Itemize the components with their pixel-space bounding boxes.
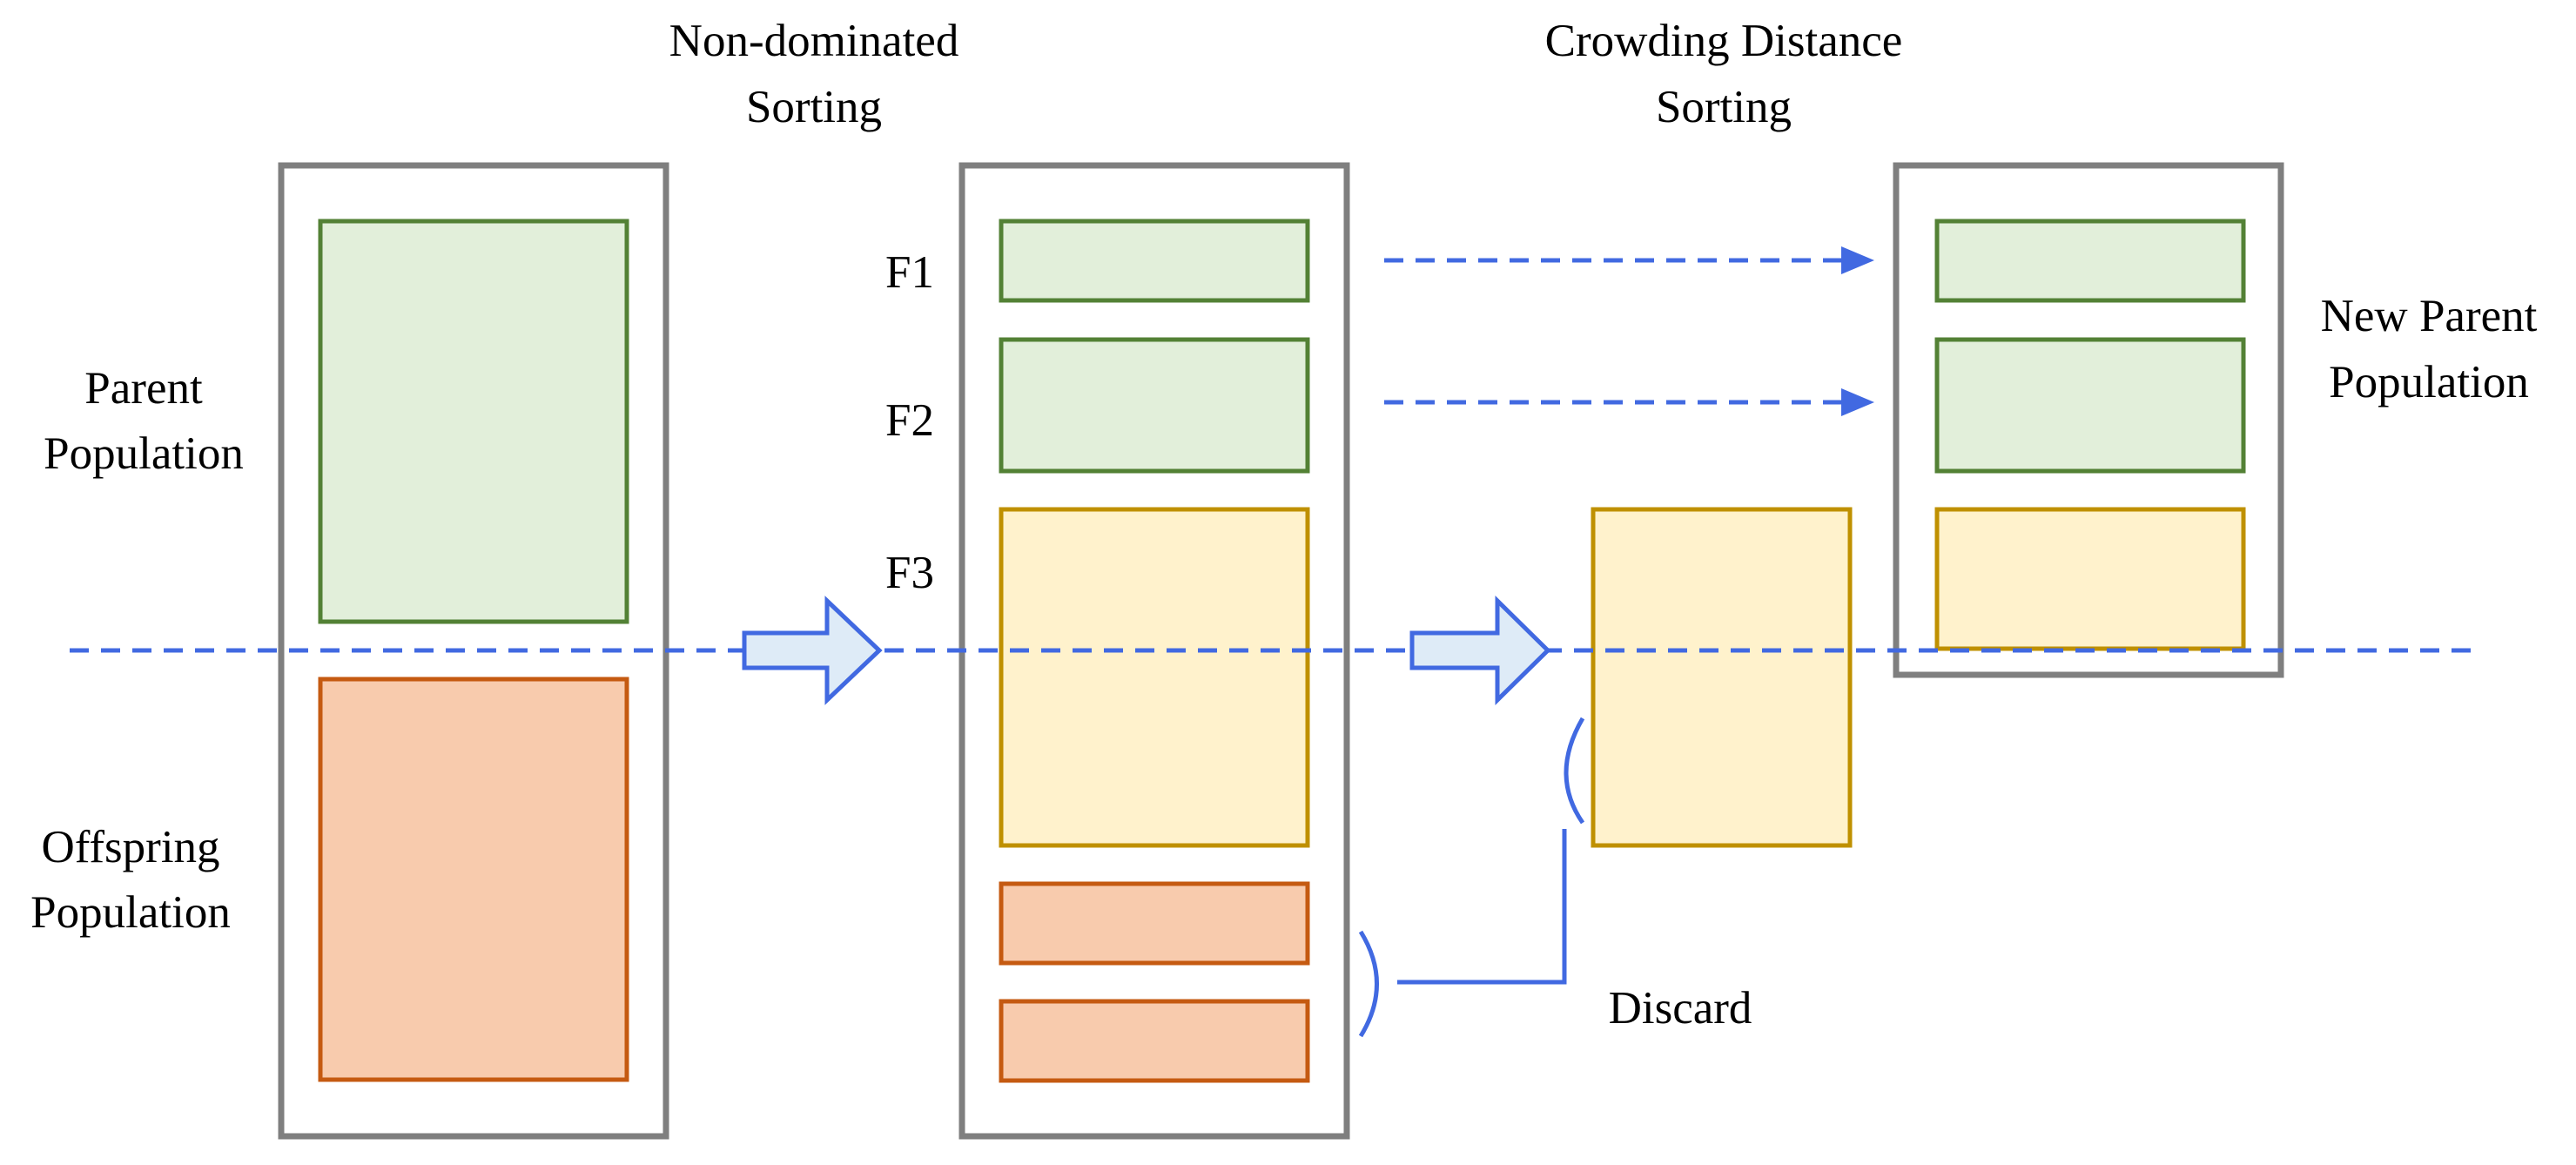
new-parent-f1-block [1934, 219, 2246, 303]
front-f4-block [999, 881, 1310, 966]
nondominated-title-line1: Non-dominated [669, 16, 959, 66]
offspring-population-label-line1: Offspring [41, 822, 219, 872]
new-parent-label-line1: New Parent [2321, 291, 2538, 341]
crowding-title-line1: Crowding Distance [1545, 16, 1903, 66]
parent-population-label-line2: Population [44, 428, 244, 479]
nondominated-sorting-arrow [742, 596, 883, 705]
new-parent-label-line2: Population [2329, 357, 2529, 407]
crowding-title-line2: Sorting [1656, 82, 1792, 132]
f1-transfer-arrowhead [1841, 246, 1874, 274]
parent-population-label-line1: Parent [84, 363, 203, 414]
offspring-population-label-line2: Population [30, 887, 231, 938]
new-parent-f3-block [1934, 507, 2246, 651]
offspring-population-block [318, 677, 629, 1082]
front-f2-block [999, 337, 1310, 474]
discard-label: Discard [1609, 983, 1752, 1034]
new-parent-population-container [1893, 162, 2284, 678]
discard-brace-right [1358, 930, 1379, 1038]
crowding-sorting-arrow [1409, 596, 1551, 705]
front-f1-label: F1 [885, 247, 934, 298]
front-f3-block [999, 507, 1310, 848]
f2-transfer-arrowhead [1841, 388, 1874, 416]
front-f3-label: F3 [885, 548, 934, 598]
discard-connector-line [1397, 829, 1567, 985]
front-f1-block [999, 219, 1310, 303]
nondominated-title-line2: Sorting [746, 82, 882, 132]
new-parent-f2-block [1934, 337, 2246, 474]
discard-brace-crowding [1564, 717, 1585, 825]
parent-population-block [318, 219, 629, 624]
crowding-f3-block [1591, 507, 1853, 848]
front-f2-label: F2 [885, 395, 934, 446]
front-f5-block [999, 999, 1310, 1083]
